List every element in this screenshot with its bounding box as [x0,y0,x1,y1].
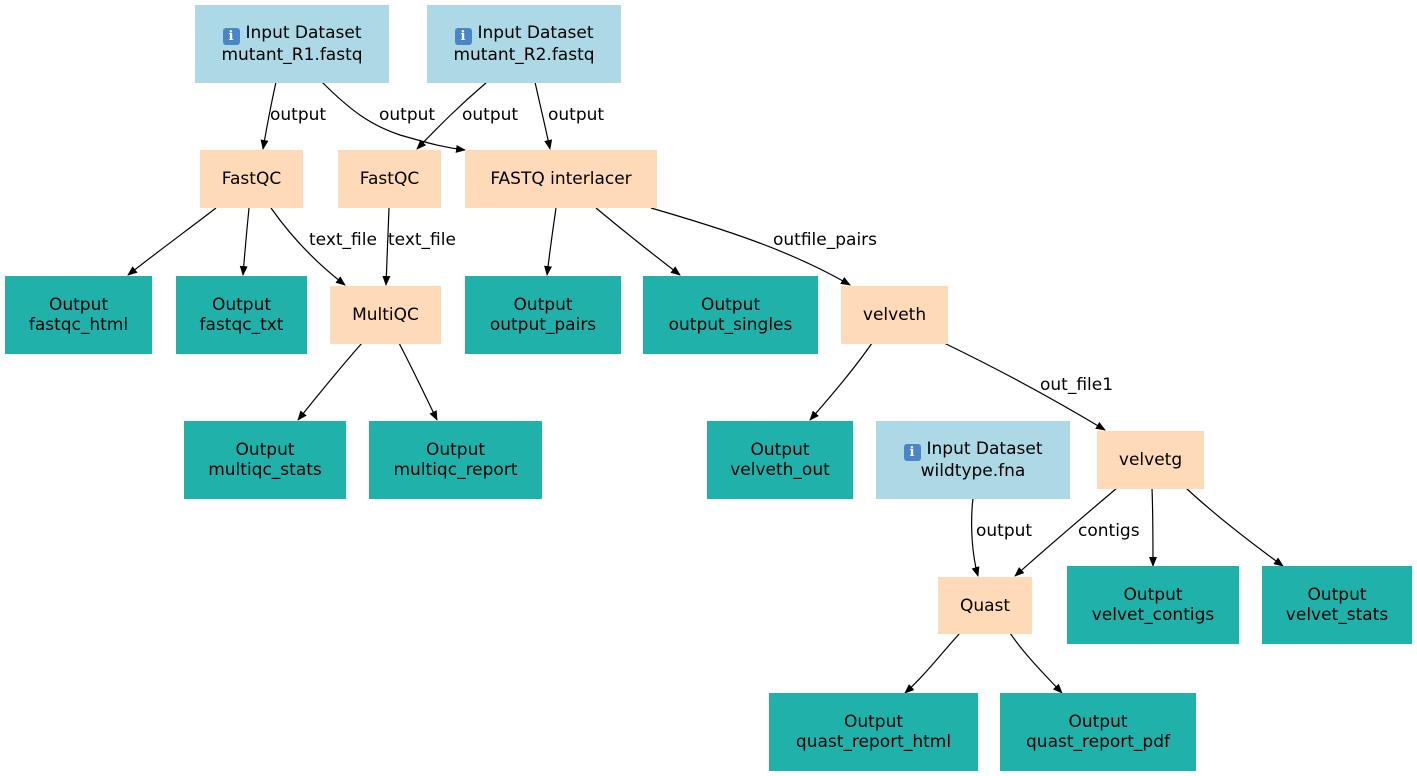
edge-label-in2-interlacer: output [548,105,605,125]
edge-label-in3-quast: output [976,521,1033,541]
edge-quast-output-html [904,632,961,694]
tool-quast[interactable]: Quast [938,577,1032,634]
output-velveth-out[interactable]: Output velveth_out [707,421,853,499]
output-name: quast_report_pdf [1026,732,1170,752]
edge-label-fastqc2-multiqc: text_file [388,230,456,250]
input-dataset-label: Input Dataset [477,23,594,43]
edge-interlacer-output-pairs [544,207,557,276]
output-label: Output [1307,585,1367,605]
edge-label-in1-interlacer: output [379,105,436,125]
output-name: output_pairs [489,315,597,335]
edge-in2-interlacer [534,81,553,150]
edge-in3-quast [971,497,980,577]
info-icon: i [222,28,240,45]
edge-label-in1-fastqc1: output [270,105,327,125]
input-dataset-mutant-r2[interactable]: i Input Dataset mutant_R2.fastq [427,5,621,83]
tool-velvetg[interactable]: velvetg [1097,431,1204,489]
edge-fastqc1-output-txt [239,207,250,276]
input-dataset-mutant-r1[interactable]: i Input Dataset mutant_R1.fastq [195,5,389,83]
output-fastqc-html[interactable]: Output fastqc_html [5,276,152,354]
edge-in1-interlacer [321,81,466,153]
output-label: Output [750,440,810,460]
edge-fastqc2-multiqc [382,207,391,286]
edge-interlacer-output-singles [595,207,681,276]
output-velvet-stats[interactable]: Output velvet_stats [1262,566,1412,644]
tool-velveth[interactable]: velveth [841,286,948,344]
edge-velvetg-output-contigs [1148,487,1157,567]
edge-velveth-velvetg [943,342,1106,431]
tool-multiqc[interactable]: MultiQC [330,286,441,344]
output-name: output_singles [668,315,793,335]
edge-in1-fastqc1 [260,81,277,150]
output-name: fastqc_html [28,315,129,335]
tool-fastq-interlacer[interactable]: FASTQ interlacer [465,150,657,208]
edge-velvetg-quast [1014,487,1118,577]
input-dataset-name: wildtype.fna [920,461,1026,481]
output-label: Output [513,295,573,315]
tool-fastqc-2[interactable]: FastQC [338,150,441,208]
output-velvet-contigs[interactable]: Output velvet_contigs [1067,566,1239,644]
output-label: Output [425,440,486,460]
edge-multiqc-output-stats [297,342,363,421]
edge-label-velveth-velvetg: out_file1 [1040,375,1114,395]
output-label: Output [700,295,761,315]
edge-label-velvetg-quast: contigs [1078,521,1140,541]
info-icon: i [454,28,472,45]
output-name: velvet_stats [1285,605,1389,625]
output-label: Output [235,440,295,460]
info-icon: i [903,444,921,461]
input-dataset-label: Input Dataset [926,439,1043,459]
output-label: Output [843,712,904,732]
input-dataset-name: mutant_R2.fastq [453,45,595,65]
output-label: Output [48,295,109,315]
output-quast-report-pdf[interactable]: Output quast_report_pdf [1000,693,1196,771]
output-label: Output [211,295,272,315]
edge-in2-fastqc2 [416,81,488,150]
tool-fastqc-1[interactable]: FastQC [200,150,303,208]
output-name: multiqc_stats [208,460,322,480]
output-multiqc-stats[interactable]: Output multiqc_stats [184,421,346,499]
edge-label-in2-fastqc2: output [462,105,519,125]
output-fastqc-txt[interactable]: Output fastqc_txt [176,276,307,354]
edge-fastqc1-multiqc [270,207,346,286]
output-name: velvet_contigs [1091,605,1215,625]
output-name: multiqc_report [393,460,518,480]
output-output-pairs[interactable]: Output output_pairs [465,276,621,354]
output-label: Output [1123,585,1183,605]
output-name: quast_report_html [795,732,952,752]
edge-label-fastqc1-multiqc: text_file [309,230,377,250]
input-dataset-wildtype[interactable]: i Input Dataset wildtype.fna [876,421,1070,499]
input-dataset-name: mutant_R1.fastq [221,45,363,65]
output-output-singles[interactable]: Output output_singles [643,276,818,354]
edge-interlacer-velveth [650,207,851,286]
input-dataset-label: Input Dataset [245,23,362,43]
edge-velvetg-output-stats [1185,487,1284,567]
output-name: velveth_out [730,460,830,480]
output-multiqc-report[interactable]: Output multiqc_report [369,421,542,499]
output-quast-report-html[interactable]: Output quast_report_html [769,693,978,771]
edge-quast-output-pdf [1009,632,1063,694]
edge-velveth-output-out [809,342,873,421]
edge-multiqc-output-report [398,342,438,421]
edge-fastqc1-output-html [127,207,217,276]
output-name: fastqc_txt [199,315,284,335]
edge-label-interlacer-velveth: outfile_pairs [773,230,878,250]
output-label: Output [1068,712,1128,732]
